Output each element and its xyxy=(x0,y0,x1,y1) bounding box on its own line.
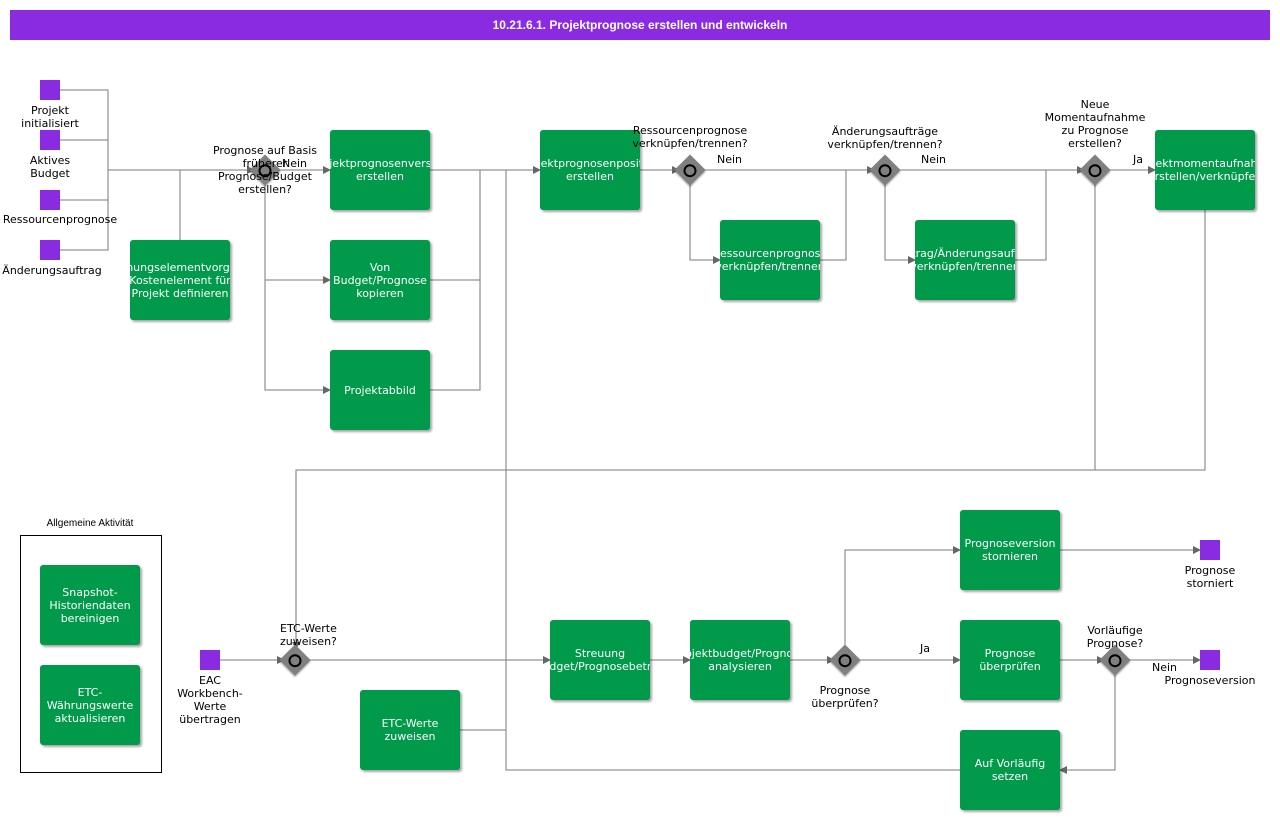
gateway-label: Prognose auf Basis früherer Prognose/Bud… xyxy=(212,144,318,196)
task-label: Projektmomentaufnahme erstellen/verknüpf… xyxy=(1155,157,1255,183)
event-aktives-budget[interactable] xyxy=(40,130,60,150)
gateway-label: ETC-Werte zuweisen? xyxy=(280,622,337,648)
event-label: Prognose storniert xyxy=(1184,564,1236,590)
task-streuung[interactable]: Streuung Budget/Prognosebetrag xyxy=(550,620,650,700)
task-auf-vorlaeufig-setzen[interactable]: Auf Vorläufig setzen xyxy=(960,730,1060,810)
task-etc-werte-zuweisen[interactable]: ETC-Werte zuweisen xyxy=(360,690,460,770)
event-prognose-storniert[interactable] xyxy=(1200,540,1220,560)
task-label: Planungselementvorgabe Kostenelement für… xyxy=(130,260,230,300)
event-label: EAC Workbench- Werte übertragen xyxy=(177,674,243,726)
event-ressourcenprognose[interactable] xyxy=(40,190,60,210)
task-projektabbild[interactable]: Projektabbild xyxy=(330,350,430,430)
task-prognosenposition-erstellen[interactable]: Projektprognosenposition erstellen xyxy=(540,130,640,210)
task-label: Snapshot- Historiendaten bereinigen xyxy=(49,585,131,625)
task-prognoseversion-stornieren[interactable]: Prognoseversion stornieren xyxy=(960,510,1060,590)
event-eac-workbench[interactable] xyxy=(200,650,220,670)
task-label: Projektprognosenposition erstellen xyxy=(540,157,640,183)
task-label: Projektprognosenversion erstellen xyxy=(330,157,430,183)
event-prognoseversion[interactable] xyxy=(1200,650,1220,670)
page-title: 10.21.6.1. Projektprognose erstellen und… xyxy=(10,10,1270,40)
edge-label-ja: Ja xyxy=(1133,153,1143,166)
task-label: ETC- Währungswerte aktualisieren xyxy=(46,685,134,725)
task-label: Streuung Budget/Prognosebetrag xyxy=(550,647,650,673)
legend-box xyxy=(20,535,162,773)
task-prognose-ueberpruefen[interactable]: Prognose überprüfen xyxy=(960,620,1060,700)
event-aenderungsauftrag[interactable] xyxy=(40,240,60,260)
gateway-label: Neue Momentaufnahme zu Prognose erstelle… xyxy=(1044,98,1146,150)
task-ressourcenprognose-verknuepfen[interactable]: Ressourcenprognose verknüpfen/trennen xyxy=(720,220,820,300)
event-label: Projekt initialisiert xyxy=(21,104,79,130)
task-label: Ressourcenprognose verknüpfen/trennen xyxy=(720,247,820,273)
edge-label-nein: Nein xyxy=(717,153,743,166)
task-von-budget-kopieren[interactable]: Von Budget/Prognose kopieren xyxy=(330,240,430,320)
edge-label-nein: Nein xyxy=(921,153,947,166)
task-label: Prognoseversion stornieren xyxy=(964,537,1056,563)
task-label: Prognose überprüfen xyxy=(979,647,1041,673)
task-etc-waehrung[interactable]: ETC- Währungswerte aktualisieren xyxy=(40,665,140,745)
event-projekt-initialisiert[interactable] xyxy=(40,80,60,100)
gateway-label: Prognose überprüfen? xyxy=(811,684,879,710)
task-label: Auftrag/Änderungsauftrag verknüpfen/tren… xyxy=(915,247,1015,273)
task-prognoseversion-erstellen[interactable]: Projektprognosenversion erstellen xyxy=(330,130,430,210)
edge-label-nein: Nein xyxy=(1152,661,1178,674)
task-label: Von Budget/Prognose kopieren xyxy=(333,260,427,300)
legend-title: Allgemeine Aktivität xyxy=(46,518,134,529)
task-label: Projektbudget/Prognose analysieren xyxy=(690,647,790,673)
task-snapshot-bereinigen[interactable]: Snapshot- Historiendaten bereinigen xyxy=(40,565,140,645)
task-label: Projektabbild xyxy=(344,383,416,397)
gateway-label: Vorläufige Prognose? xyxy=(1086,624,1144,650)
task-label: ETC-Werte zuweisen xyxy=(381,717,439,743)
gateway-label: Ressourcenprognose verknüpfen/trennen? xyxy=(632,124,748,150)
gateway-label: Änderungsaufträge verknüpfen/trennen? xyxy=(827,125,943,151)
task-planungselement[interactable]: Planungselementvorgabe Kostenelement für… xyxy=(130,240,230,320)
edge-label-nein: Nein xyxy=(282,157,308,170)
edge-label-ja: Ja xyxy=(920,642,930,655)
event-label: Aktives Budget xyxy=(29,154,71,180)
event-label: Prognoseversion xyxy=(1164,674,1256,687)
event-label: Ressourcenprognose xyxy=(2,213,118,226)
task-label: Auf Vorläufig setzen xyxy=(974,757,1046,783)
task-aenderungsauftrag-verknuepfen[interactable]: Auftrag/Änderungsauftrag verknüpfen/tren… xyxy=(915,220,1015,300)
task-budget-analysieren[interactable]: Projektbudget/Prognose analysieren xyxy=(690,620,790,700)
event-label: Änderungsauftrag xyxy=(2,264,102,277)
task-momentaufnahme[interactable]: Projektmomentaufnahme erstellen/verknüpf… xyxy=(1155,130,1255,210)
